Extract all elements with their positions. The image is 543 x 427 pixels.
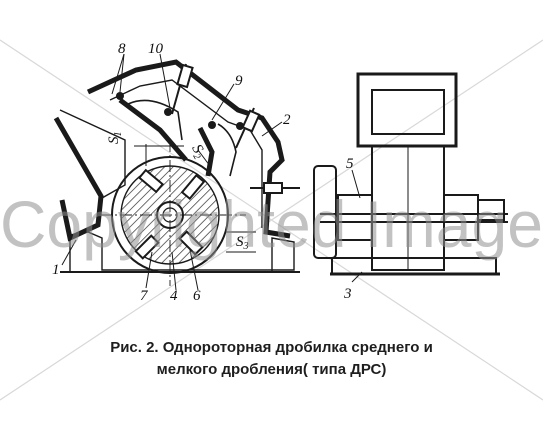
label-10: 10 [148, 41, 164, 57]
label-5: 5 [346, 156, 354, 172]
blow-bars [134, 168, 206, 260]
dim-s1: S1 [106, 132, 124, 145]
label-3: 3 [343, 286, 352, 302]
label-8: 8 [118, 41, 126, 57]
label-6: 6 [193, 288, 201, 304]
label-9: 9 [235, 73, 243, 89]
bearing-left [337, 194, 373, 241]
front-view [53, 53, 300, 291]
label-2: 2 [283, 112, 291, 128]
side-view [313, 72, 508, 283]
plate-arm-lower [217, 123, 237, 177]
impact-plates [118, 98, 215, 177]
leader-lines [61, 53, 283, 291]
gap-dimensions [134, 144, 256, 253]
adjusting-rods [171, 63, 300, 194]
figure-caption-line-1: Рис. 2. Однороторная дробилка среднего и [110, 339, 433, 356]
hinge-pins [116, 92, 244, 130]
watermark-text: Copyrighted Image [0, 187, 543, 261]
plate-arm-upper [127, 99, 183, 141]
label-7: 7 [140, 288, 149, 304]
label-4: 4 [170, 288, 178, 304]
label-1: 1 [52, 262, 60, 278]
watermark-cross [0, 39, 543, 401]
pulley [313, 165, 337, 259]
figure-caption-line-2: мелкого дробления( типа ДРС) [156, 361, 387, 378]
dim-s2: S2 [187, 142, 209, 162]
dim-s3: S3 [236, 234, 249, 252]
